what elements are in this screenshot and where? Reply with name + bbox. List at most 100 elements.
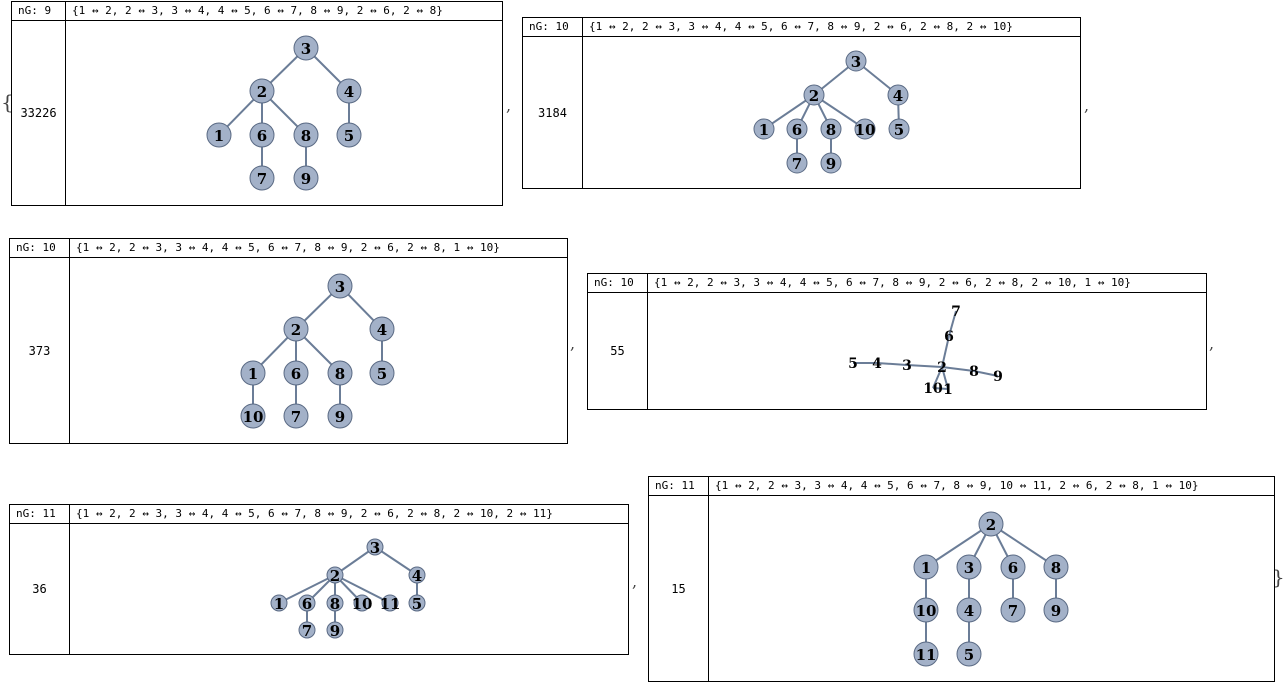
svg-text:6: 6	[291, 365, 301, 383]
graph-node-6: 6	[298, 594, 316, 613]
graph-node-9: 9	[993, 369, 1003, 385]
svg-text:2: 2	[257, 83, 267, 101]
svg-text:3: 3	[370, 539, 380, 557]
edge-list: {1 ↔ 2, 2 ↔ 3, 3 ↔ 4, 4 ↔ 5, 6 ↔ 7, 8 ↔ …	[654, 276, 1131, 289]
svg-text:4: 4	[893, 87, 903, 105]
svg-text:1: 1	[214, 127, 224, 145]
graph-count: 36	[10, 524, 70, 654]
graph-node-6: 6	[1000, 554, 1026, 580]
svg-text:2: 2	[809, 87, 819, 105]
graph-node-11: 11	[913, 641, 939, 667]
panel-header: nG: 10 {1 ↔ 2, 2 ↔ 3, 3 ↔ 4, 4 ↔ 5, 6 ↔ …	[10, 239, 567, 258]
graph-count: 15	[649, 496, 709, 681]
graph-panel-2: nG: 10 {1 ↔ 2, 2 ↔ 3, 3 ↔ 4, 4 ↔ 5, 6 ↔ …	[522, 17, 1081, 189]
graph-node-7: 7	[249, 165, 275, 191]
svg-text:9: 9	[330, 622, 340, 640]
graph-edge-2-1	[278, 574, 336, 604]
svg-text:5: 5	[848, 356, 858, 372]
svg-text:6: 6	[302, 595, 312, 613]
svg-text:3: 3	[301, 40, 311, 58]
graph-node-3: 3	[366, 538, 384, 557]
node-count-label: nG: 11	[10, 505, 70, 523]
svg-text:8: 8	[330, 595, 340, 613]
edge-list: {1 ↔ 2, 2 ↔ 3, 3 ↔ 4, 4 ↔ 5, 6 ↔ 7, 8 ↔ …	[589, 20, 1013, 33]
svg-text:2: 2	[291, 321, 301, 339]
graph-node-4: 4	[336, 78, 362, 104]
graph-node-9: 9	[1043, 597, 1069, 623]
svg-text:3: 3	[335, 278, 345, 296]
svg-text:5: 5	[377, 365, 387, 383]
svg-text:11: 11	[380, 595, 401, 613]
svg-text:8: 8	[826, 121, 836, 139]
graph-edge-6-2	[941, 335, 950, 368]
graph-node-6: 6	[283, 360, 309, 386]
graph-node-6: 6	[786, 118, 808, 140]
graph-edge-2-1	[925, 523, 992, 568]
graph-edge-8-9	[973, 370, 999, 377]
node-count-label: nG: 10	[523, 18, 583, 36]
svg-text:1: 1	[759, 121, 769, 139]
graph-node-1: 1	[943, 382, 953, 398]
graph-node-4: 4	[408, 566, 426, 585]
node-count-label: nG: 9	[12, 2, 66, 20]
graph-node-8: 8	[820, 118, 842, 140]
graph-node-10: 10	[240, 403, 266, 429]
graph-node-7: 7	[786, 152, 808, 174]
svg-text:5: 5	[894, 121, 904, 139]
graph-node-1: 1	[206, 122, 232, 148]
svg-text:5: 5	[964, 646, 974, 664]
graph-node-2: 2	[249, 78, 275, 104]
graph-panel-3: nG: 10 {1 ↔ 2, 2 ↔ 3, 3 ↔ 4, 4 ↔ 5, 6 ↔ …	[9, 238, 568, 444]
graph-node-7: 7	[283, 403, 309, 429]
svg-text:4: 4	[964, 602, 974, 620]
svg-text:9: 9	[301, 170, 311, 188]
graph-panel-4: nG: 10 {1 ↔ 2, 2 ↔ 3, 3 ↔ 4, 4 ↔ 5, 6 ↔ …	[587, 273, 1207, 410]
graph-node-4: 4	[369, 316, 395, 342]
svg-text:11: 11	[916, 646, 937, 664]
graph-node-11: 11	[380, 594, 401, 613]
svg-text:10: 10	[855, 121, 876, 139]
svg-text:10: 10	[352, 595, 373, 613]
svg-text:10: 10	[916, 602, 937, 620]
graph-count: 373	[10, 258, 70, 443]
graph-panel-6: nG: 11 {1 ↔ 2, 2 ↔ 3, 3 ↔ 4, 4 ↔ 5, 6 ↔ …	[648, 476, 1275, 682]
svg-text:3: 3	[902, 358, 912, 374]
graph-node-5: 5	[956, 641, 982, 667]
graph-node-9: 9	[820, 152, 842, 174]
graph-node-5: 5	[848, 356, 858, 372]
svg-text:8: 8	[969, 364, 979, 380]
separator-comma-2: ,	[1084, 96, 1090, 115]
graph-count: 55	[588, 293, 648, 409]
graph-node-3: 3	[845, 50, 867, 72]
graph-edge-2-1	[941, 366, 949, 390]
svg-text:8: 8	[1051, 559, 1061, 577]
svg-text:1: 1	[248, 365, 258, 383]
node-count-label: nG: 10	[588, 274, 648, 292]
svg-text:4: 4	[377, 321, 387, 339]
svg-text:9: 9	[826, 155, 836, 173]
svg-text:7: 7	[257, 170, 267, 188]
svg-text:2: 2	[330, 567, 340, 585]
svg-text:4: 4	[872, 356, 882, 372]
svg-text:4: 4	[412, 567, 422, 585]
edge-list: {1 ↔ 2, 2 ↔ 3, 3 ↔ 4, 4 ↔ 5, 6 ↔ 7, 8 ↔ …	[715, 479, 1199, 492]
graph-edge-2-11	[334, 574, 391, 604]
close-brace: }	[1272, 565, 1284, 589]
graph-node-4: 4	[887, 84, 909, 106]
graph-node-8: 8	[327, 360, 353, 386]
svg-text:6: 6	[1008, 559, 1018, 577]
svg-text:6: 6	[257, 127, 267, 145]
svg-text:7: 7	[792, 155, 802, 173]
svg-text:7: 7	[302, 622, 312, 640]
graph-node-10: 10	[854, 118, 876, 140]
graph-node-4: 4	[956, 597, 982, 623]
svg-text:6: 6	[944, 329, 954, 345]
panel-header: nG: 11 {1 ↔ 2, 2 ↔ 3, 3 ↔ 4, 4 ↔ 5, 6 ↔ …	[10, 505, 628, 524]
